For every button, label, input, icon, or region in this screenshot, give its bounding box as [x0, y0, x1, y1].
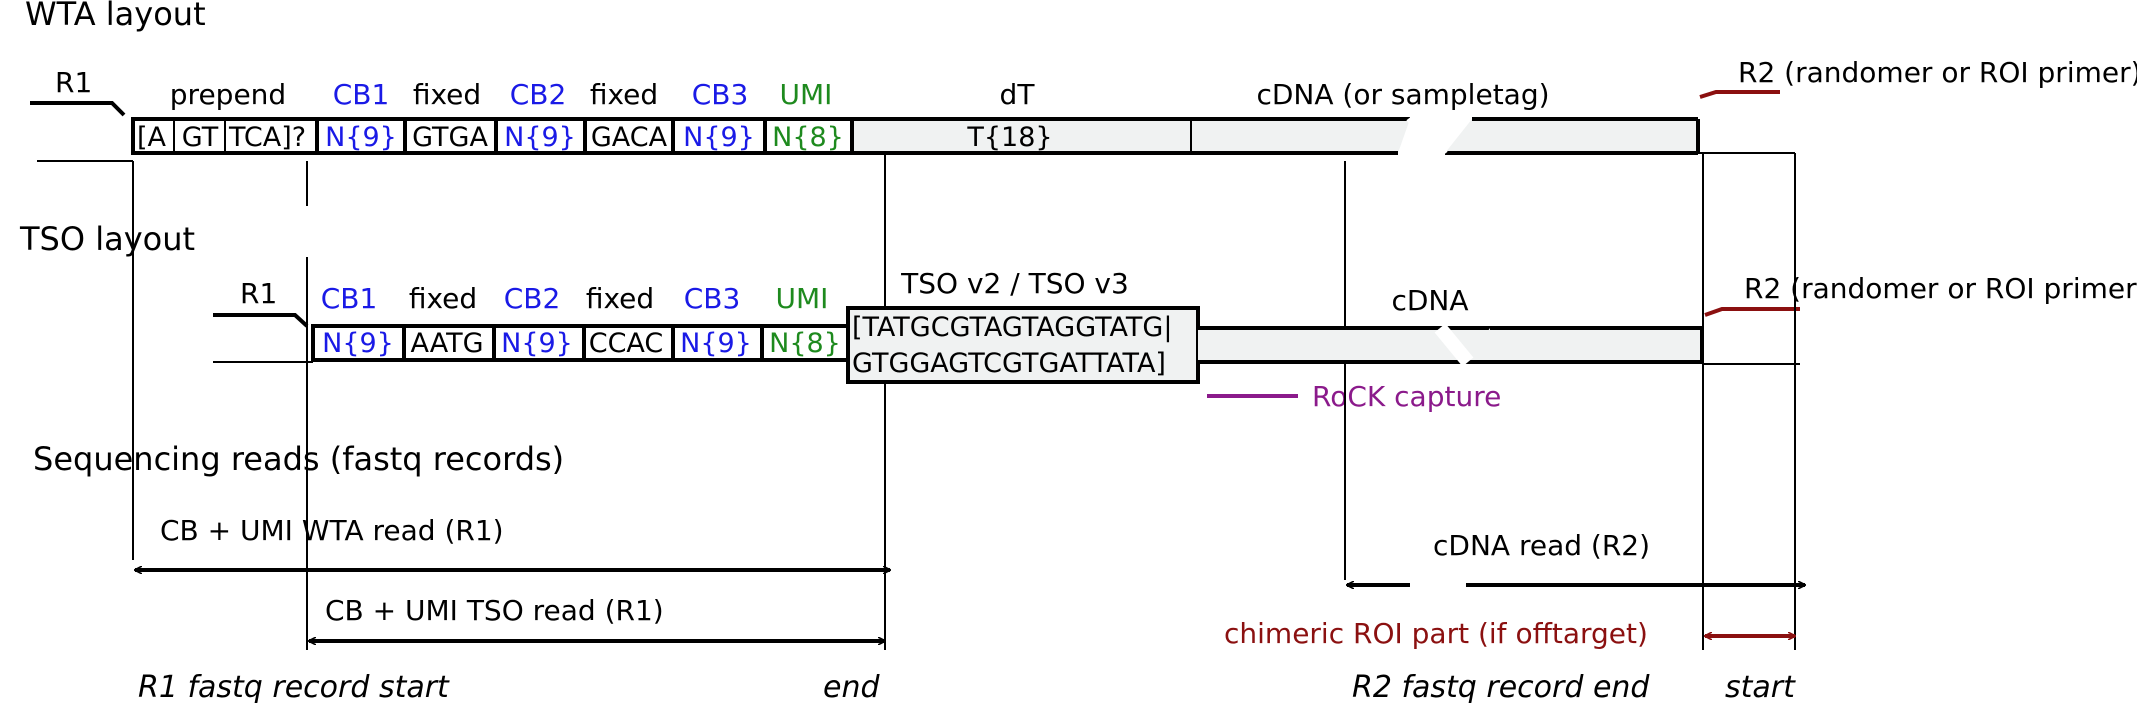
- wta-cb3-seq: N{9}: [683, 122, 755, 153]
- r1-end-label: end: [823, 670, 880, 705]
- reads-title: Sequencing reads (fastq records): [33, 440, 564, 478]
- wta-dt-seq: T{18}: [966, 122, 1052, 153]
- wta-cdna-label: cDNA (or sampletag): [1256, 78, 1549, 111]
- tso-read-label: CB + UMI TSO read (R1): [325, 594, 664, 627]
- wta-cb2-label: CB2: [510, 78, 567, 111]
- chimeric-roi-label: chimeric ROI part (if offtarget): [1224, 617, 1648, 650]
- tso-r2-label: R2 (randomer or ROI primer): [1744, 272, 2137, 305]
- tso-sequence-line2: GTGGAGTCGTGATTATA]: [852, 348, 1166, 379]
- wta-r1-primer: R1: [30, 66, 126, 117]
- guide-lines: [132, 153, 1796, 650]
- cdna-read-label: cDNA read (R2): [1433, 529, 1650, 562]
- wta-cb1-seq: N{9}: [325, 122, 397, 153]
- wta-r2-label-a: R2 (randomer or: [1738, 56, 1979, 89]
- r1-start-label: R1 fastq record start: [138, 670, 450, 705]
- wta-prepend-cell-a: [A: [137, 122, 167, 153]
- tso-sequence-box: [846, 306, 1200, 384]
- wta-r2-label-c: ): [2131, 56, 2137, 89]
- tso-title: TSO layout: [19, 220, 195, 258]
- wta-r1-primer-line: [30, 101, 126, 117]
- wta-r1-label: R1: [55, 66, 92, 99]
- wta-prepend-label: prepend: [170, 78, 286, 111]
- tso-r2-label-a: R2 (randomer or: [1744, 272, 1985, 305]
- tso-cb2-box: [492, 324, 586, 362]
- wta-cdna-break-gap: [1406, 111, 1448, 161]
- rock-capture-label: RoCK capture: [1312, 380, 1501, 413]
- tso-fixed1-box: [402, 324, 496, 362]
- wta-umi-label: UMI: [780, 78, 833, 111]
- wta-read-label: CB + UMI WTA read (R1): [160, 514, 504, 547]
- tso-umi-label: UMI: [776, 282, 829, 315]
- wta-prepend-segment: prepend [A GT TCA]?: [131, 78, 319, 155]
- wta-cdna-right: [1445, 119, 1698, 153]
- tso-cb1-seq: N{9}: [322, 328, 394, 359]
- wta-fixed2-seq: GACA: [591, 122, 668, 153]
- wta-fixed1-box: [403, 117, 498, 155]
- tso-r1-label: R1: [240, 277, 277, 310]
- tso-sequence-line1: [TATGCGTAGTAGGTATG|: [852, 312, 1172, 343]
- wta-cb3-box: [671, 117, 767, 155]
- wta-title: WTA layout: [25, 0, 206, 33]
- tso-cb3-seq: N{9}: [680, 328, 752, 359]
- tso-cdna-label: cDNA: [1391, 284, 1468, 317]
- tso-version-label: TSO v2 / TSO v3: [900, 267, 1129, 300]
- wta-cb2-box: [494, 117, 587, 155]
- tso-fixed2-seq: CCAC: [589, 328, 664, 359]
- wta-cb1-label: CB1: [333, 78, 390, 111]
- tso-cb2-seq: N{9}: [501, 328, 573, 359]
- tso-cdna-left: [1198, 328, 1494, 362]
- tso-cb2-label: CB2: [504, 282, 561, 315]
- wta-fixed1-seq: GTGA: [412, 122, 488, 153]
- wta-cdna-left: [1192, 119, 1410, 153]
- wta-prepend-cell-gt: GT: [182, 122, 219, 153]
- tso-layout: TSO layout R1 CB1 N{9} fixed AATG CB2 N{…: [19, 220, 2137, 413]
- wta-cb2-seq: N{9}: [504, 122, 576, 153]
- tso-r1-primer-line: [213, 313, 309, 328]
- tso-umi-seq: N{8}: [769, 328, 841, 359]
- sequencing-reads: Sequencing reads (fastq records) CB + UM…: [33, 440, 1805, 705]
- wta-r2-label-roi: ROI primer: [1979, 56, 2131, 89]
- wta-prepend-cell-tca: TCA]?: [228, 122, 306, 153]
- tso-r2-primer-line: [1704, 307, 1800, 317]
- wta-r2-label: R2 (randomer or ROI primer): [1738, 56, 2137, 89]
- r2-end-label: R2 fastq record end: [1352, 670, 1650, 705]
- tso-cb1-box: [311, 324, 406, 362]
- tso-fixed1-label: fixed: [409, 282, 477, 315]
- tso-cb1-label: CB1: [321, 282, 378, 315]
- wta-cb3-label: CB3: [692, 78, 749, 111]
- wta-dt-box: [850, 117, 1194, 155]
- tso-fixed2-label: fixed: [586, 282, 654, 315]
- tso-fixed1-seq: AATG: [410, 328, 483, 359]
- wta-dt-label: dT: [1000, 78, 1036, 111]
- tso-r2-label-roi: ROI primer: [1985, 272, 2137, 305]
- wta-umi-box: [763, 117, 854, 155]
- wta-fixed1-label: fixed: [413, 78, 481, 111]
- wta-r2-primer-line: [1699, 90, 1780, 99]
- tso-cdna-break-gap: [1434, 323, 1474, 367]
- r2-start-label: start: [1725, 670, 1796, 705]
- wta-layout: WTA layout R1 prepend [A GT TCA]? CB1 N{…: [25, 0, 2137, 162]
- tso-cdna-right: [1466, 328, 1702, 362]
- wta-fixed2-label: fixed: [590, 78, 658, 111]
- tso-cb3-label: CB3: [684, 282, 741, 315]
- wta-umi-seq: N{8}: [772, 122, 844, 153]
